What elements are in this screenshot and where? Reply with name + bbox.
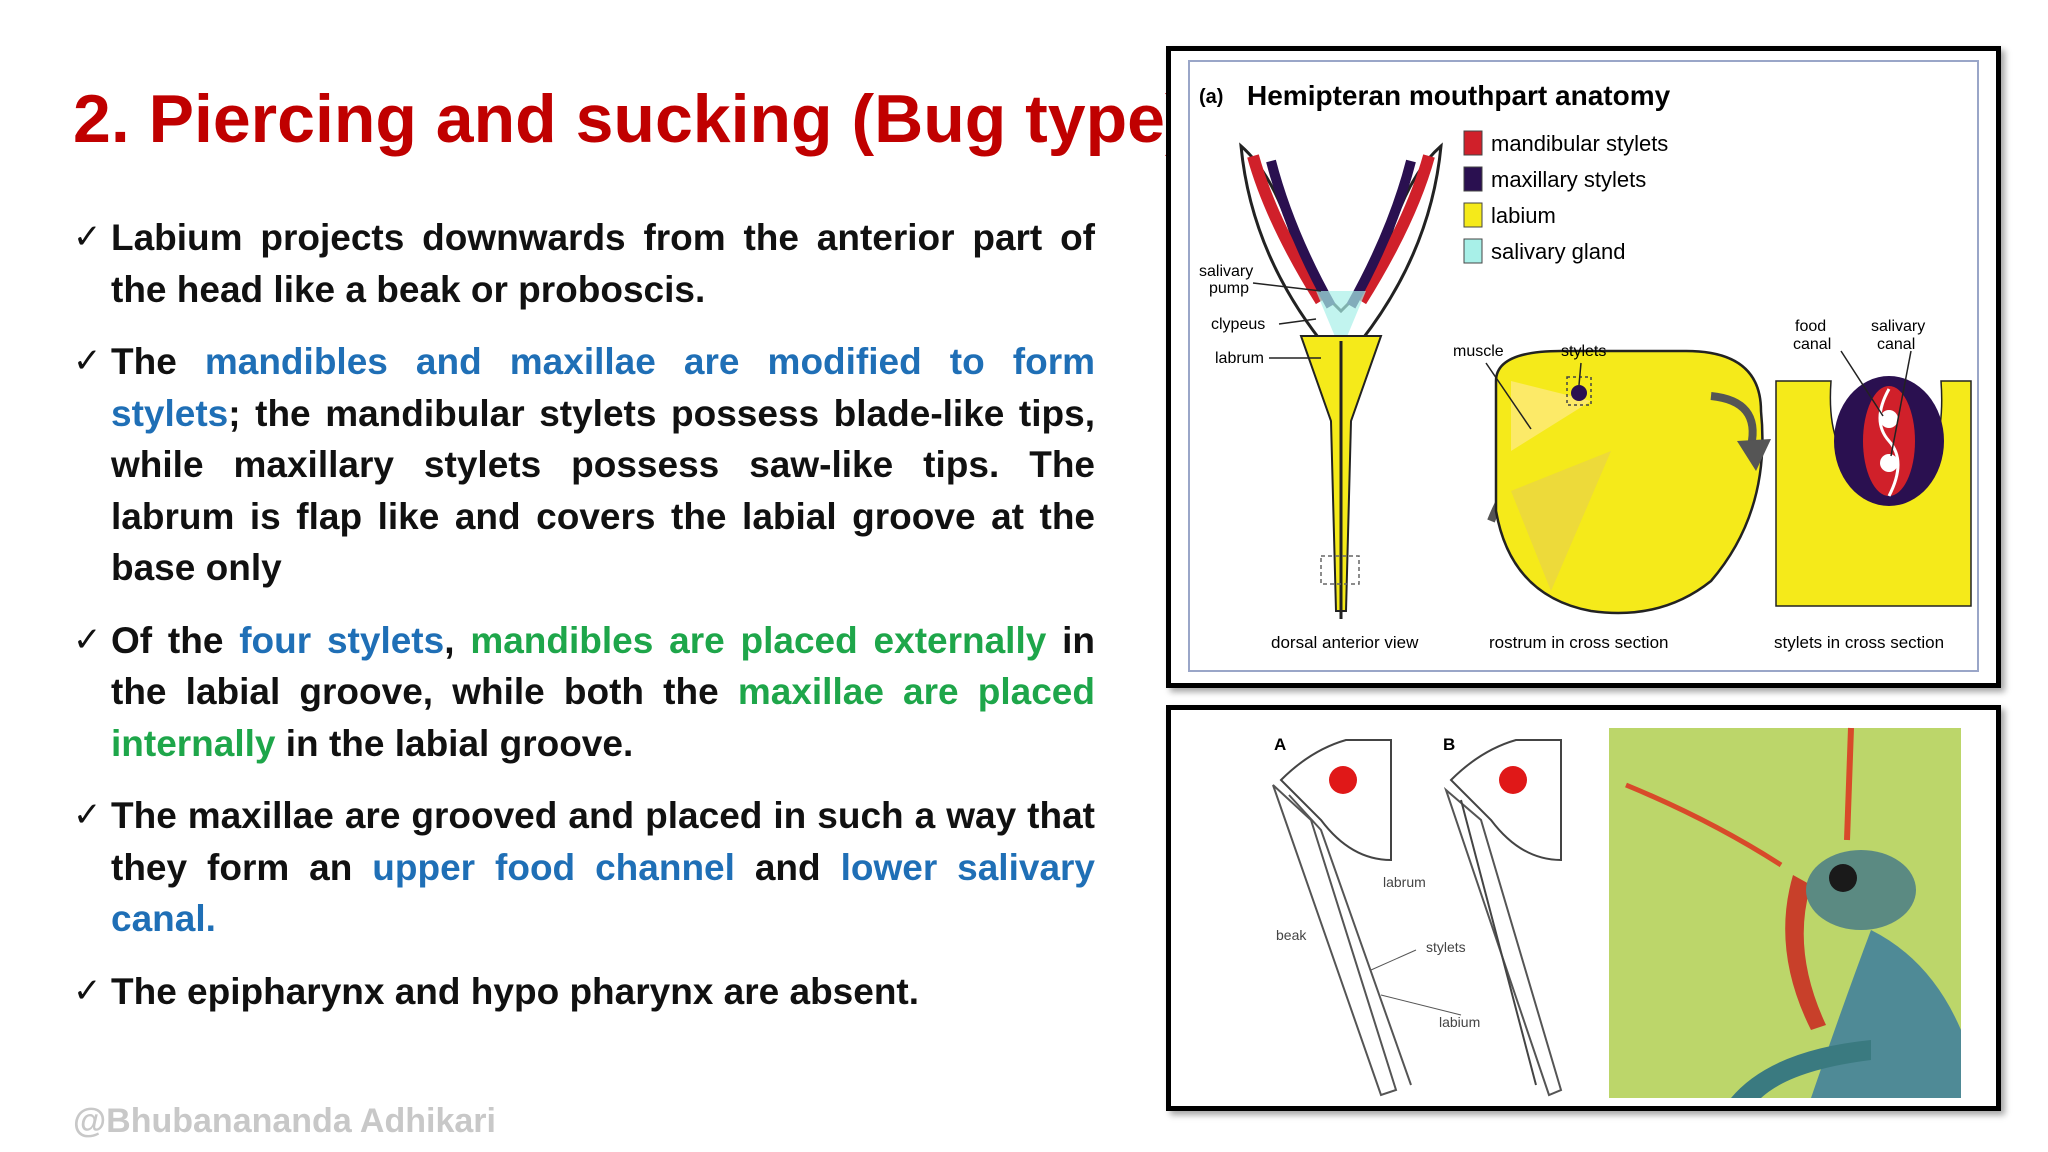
compound-eye-b — [1499, 766, 1527, 794]
compound-eye-a — [1329, 766, 1357, 794]
legend-label: labium — [1491, 203, 1556, 228]
label-labrum-b: labrum — [1383, 874, 1426, 890]
label-salivary-pump-1: salivary — [1199, 263, 1253, 280]
legend-label: mandibular stylets — [1491, 131, 1668, 156]
bullet-text-run: in the labial groove. — [275, 722, 634, 764]
bullet-text-run: The epipharynx and hypo pharynx are abse… — [111, 970, 920, 1012]
legend-swatch — [1463, 238, 1483, 264]
bullet-text-run: upper food channel — [372, 846, 735, 888]
drawing-a-label: A — [1274, 735, 1286, 754]
head-drawing-b: B labrum stylets labium — [1370, 735, 1563, 1097]
label-stylets: stylets — [1561, 343, 1606, 360]
bug-head-figure: A beak B labrum stylets labium — [1166, 705, 2001, 1111]
bullet-text-run: Labium projects downwards from the anter… — [111, 217, 1095, 310]
legend-swatch — [1463, 130, 1483, 156]
bullet-text-run: maxillae are placed internally — [111, 671, 1095, 764]
bullet-item: ✓The mandibles and maxillae are modified… — [73, 336, 1095, 594]
stylets-cross-section: food canal salivary canal — [1710, 318, 1972, 607]
dorsal-view-diagram: salivary pump clypeus labrum — [1199, 142, 1443, 619]
label-clypeus: clypeus — [1211, 316, 1265, 333]
bullet-text-run: mandibles and maxillae are modified to f… — [111, 341, 1095, 434]
check-icon: ✓ — [73, 217, 102, 257]
slide-title: 2. Piercing and sucking (Bug type) — [73, 81, 1188, 157]
label-muscle: muscle — [1453, 343, 1504, 360]
legend: mandibular stylets maxillary stylets labiu… — [1463, 130, 1668, 264]
bullet-item: ✓The epipharynx and hypo pharynx are abs… — [73, 966, 1095, 1018]
caption-stylets-section: stylets in cross section — [1774, 633, 1944, 652]
bullet-text-run: and — [734, 846, 841, 888]
bug-head-diagram: A beak B labrum stylets labium — [1272, 727, 1961, 1098]
label-beak: beak — [1276, 927, 1307, 943]
author-credit: @Bhubanananda Adhikari — [73, 1102, 496, 1140]
bullet-text-run: Of the — [111, 619, 240, 661]
label-food-canal-2: canal — [1793, 336, 1831, 353]
check-icon: ✓ — [73, 619, 102, 660]
bug-photo — [1609, 727, 1961, 1098]
bullet-text-run: mandibles are placed externally — [470, 619, 1047, 661]
head-drawing-a: A beak — [1272, 735, 1412, 1097]
label-food-canal-1: food — [1795, 318, 1826, 335]
legend-label: maxillary stylets — [1491, 167, 1646, 192]
legend-swatch — [1463, 202, 1483, 228]
label-salivary-pump-2: pump — [1209, 280, 1249, 297]
check-icon: ✓ — [73, 970, 102, 1011]
bullet-text-run: , — [444, 619, 471, 661]
drawing-b-label: B — [1443, 735, 1455, 754]
mouthpart-anatomy-figure: (a) Hemipteran mouthpart anatomy salivar… — [1166, 46, 2001, 688]
figure-inner-frame — [1188, 60, 1979, 672]
rostrum-cross-section: muscle stylets — [1453, 343, 1764, 615]
bullet-text-run: four stylets — [239, 619, 445, 661]
caption-dorsal-view: dorsal anterior view — [1271, 633, 1419, 652]
bullet-item: ✓Labium projects downwards from the ante… — [73, 212, 1095, 315]
caption-rostrum-section: rostrum in cross section — [1489, 633, 1669, 652]
check-icon: ✓ — [73, 795, 102, 835]
bullet-text-run: ; the mandibular stylets possess blade-l… — [111, 392, 1095, 589]
figure-title: Hemipteran mouthpart anatomy — [1247, 80, 1671, 111]
label-salivary-canal-2: canal — [1877, 336, 1915, 353]
bullet-item: ✓The maxillae are grooved and placed in … — [73, 790, 1095, 945]
bullet-item: ✓Of the four stylets, mandibles are plac… — [73, 615, 1095, 770]
legend-swatch — [1463, 166, 1483, 192]
label-labrum: labrum — [1215, 350, 1264, 367]
panel-label: (a) — [1199, 86, 1223, 108]
anatomy-diagram: (a) Hemipteran mouthpart anatomy salivar… — [1188, 60, 1979, 672]
label-labium-b: labium — [1439, 1014, 1480, 1030]
label-stylets-b: stylets — [1426, 939, 1466, 955]
legend-label: salivary gland — [1491, 239, 1626, 264]
bullet-text-run: The maxillae are grooved and placed in s… — [111, 795, 1095, 888]
label-salivary-canal-1: salivary — [1871, 318, 1925, 335]
bullet-text-run: The — [111, 341, 205, 382]
bullet-list: ✓Labium projects downwards from the ante… — [73, 212, 1095, 1038]
bullet-text-run: in the labial groove, while both the — [111, 619, 1096, 713]
bullet-text-run: lower salivary canal. — [111, 846, 1096, 940]
check-icon: ✓ — [73, 341, 102, 381]
